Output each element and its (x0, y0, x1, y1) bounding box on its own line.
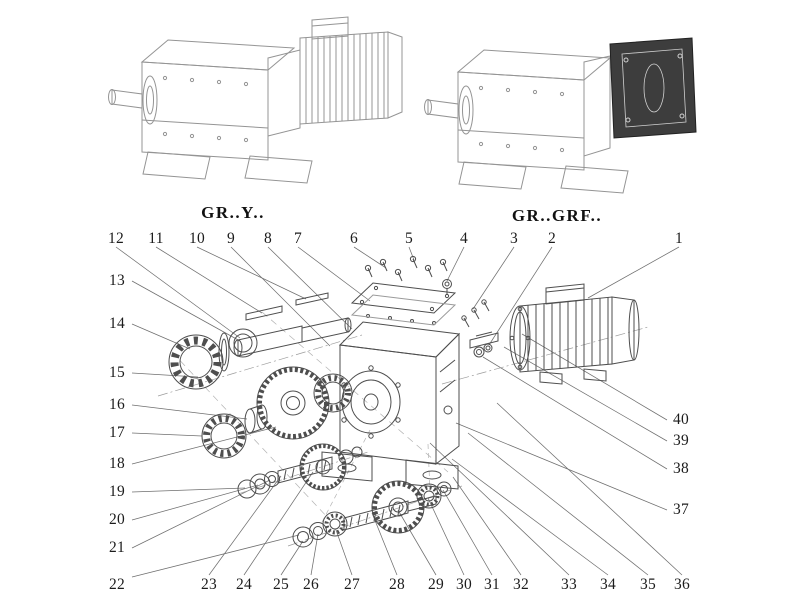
callout-33: 33 (560, 576, 578, 593)
callout-39: 39 (672, 432, 690, 449)
callout-40: 40 (672, 411, 690, 428)
output-pinion-shaft-drawing (292, 480, 452, 548)
callout-17: 17 (108, 424, 126, 441)
callout-16: 16 (108, 396, 126, 413)
variant-label-gr-grf: GR..GRF.. (511, 206, 603, 225)
callout-20: 20 (108, 511, 126, 528)
spacer-sleeve-drawing (244, 404, 268, 434)
callout-36: 36 (673, 576, 691, 593)
intermediate-pinion-drawing (237, 443, 363, 499)
callout-32: 32 (512, 576, 530, 593)
callout-23: 23 (200, 576, 218, 593)
variant-label-gr-y: GR..Y.. (201, 203, 265, 222)
assembled-gearmotor-gr-y-drawing (108, 16, 403, 184)
callout-22: 22 (108, 576, 126, 593)
callout-24: 24 (235, 576, 253, 593)
callout-12: 12 (107, 230, 125, 247)
callout-18: 18 (108, 455, 126, 472)
shim-ring-drawing (218, 332, 230, 372)
callout-29: 29 (427, 576, 445, 593)
callout-19: 19 (108, 483, 126, 500)
callout-6: 6 (349, 230, 359, 247)
cover-bolts-drawing (364, 255, 452, 295)
assembled-gearmotor-gr-grf-drawing (424, 37, 697, 194)
output-bearing-drawing (168, 334, 224, 390)
callout-11: 11 (148, 230, 164, 247)
callout-3: 3 (509, 230, 519, 247)
callout-21: 21 (108, 539, 126, 556)
oil-seal-drawing (228, 328, 258, 358)
motor-drawing (509, 283, 640, 385)
intermediate-bearing-drawing (201, 413, 247, 459)
callout-1: 1 (674, 230, 684, 247)
input-parts-drawing (461, 299, 499, 358)
callout-37: 37 (672, 501, 690, 518)
exploded-view-drawing (157, 255, 649, 548)
callout-34: 34 (599, 576, 617, 593)
callout-28: 28 (388, 576, 406, 593)
callout-27: 27 (343, 576, 361, 593)
callout-35: 35 (639, 576, 657, 593)
callout-31: 31 (483, 576, 501, 593)
housing-cover-drawing (350, 282, 457, 326)
callout-8: 8 (263, 230, 273, 247)
axis-lines (157, 311, 649, 547)
gear-housing-drawing (321, 314, 461, 490)
callout-10: 10 (188, 230, 206, 247)
callout-38: 38 (672, 460, 690, 477)
gear-side-bearing-drawing (313, 373, 353, 413)
callout-30: 30 (455, 576, 473, 593)
callout-2: 2 (547, 230, 557, 247)
callout-9: 9 (226, 230, 236, 247)
callout-25: 25 (272, 576, 290, 593)
callout-13: 13 (108, 272, 126, 289)
callout-5: 5 (404, 230, 414, 247)
callout-15: 15 (108, 364, 126, 381)
callout-26: 26 (302, 576, 320, 593)
callout-4: 4 (459, 230, 469, 247)
callout-14: 14 (108, 315, 126, 332)
callout-7: 7 (293, 230, 303, 247)
